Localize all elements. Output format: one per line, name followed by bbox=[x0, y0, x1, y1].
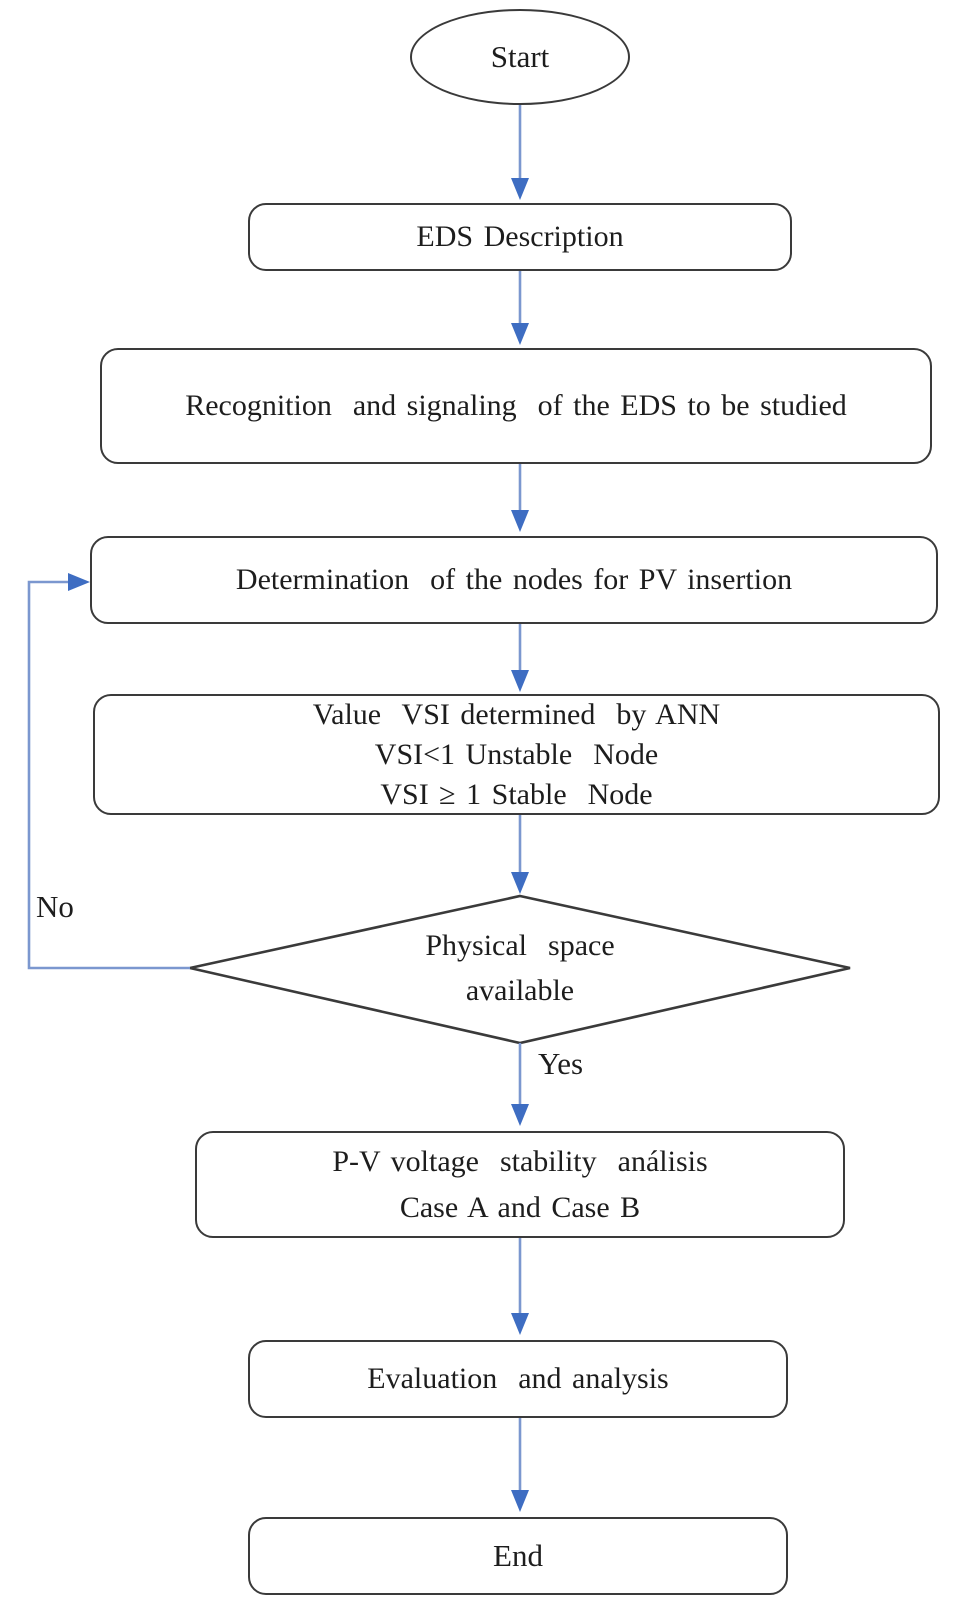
edge-label-yes: Yes bbox=[538, 1046, 584, 1081]
arrowhead-determination-to-vsi bbox=[511, 670, 529, 692]
node-evaluation-label: Evaluation and analysis bbox=[367, 1362, 669, 1395]
arrowhead-start-to-eds bbox=[511, 178, 529, 200]
node-start-label: Start bbox=[490, 39, 550, 74]
arrowhead-no-loop bbox=[68, 573, 90, 591]
arrowhead-evaluation-to-end bbox=[511, 1490, 529, 1512]
arrowhead-pv-to-evaluation bbox=[511, 1313, 529, 1335]
node-eds-description-label: EDS Description bbox=[416, 220, 624, 253]
edge-label-no: No bbox=[36, 889, 74, 924]
node-physical-space-decision: Physical space available bbox=[320, 923, 720, 1013]
arrowhead-recognition-to-determination bbox=[511, 510, 529, 532]
node-recognition: Recognition and signaling of the EDS to … bbox=[100, 348, 932, 464]
node-end: End bbox=[248, 1517, 788, 1595]
node-pv-analysis: P-V voltage stability análisis Case A an… bbox=[195, 1131, 845, 1238]
node-start: Start bbox=[410, 9, 630, 105]
arrowhead-vsi-to-decision bbox=[511, 872, 529, 894]
arrowhead-eds-to-recognition bbox=[511, 323, 529, 345]
node-eds-description: EDS Description bbox=[248, 203, 792, 271]
node-physical-space-label: Physical space available bbox=[425, 929, 615, 1007]
node-pv-analysis-label: P-V voltage stability análisis Case A an… bbox=[332, 1144, 708, 1224]
node-determination-label: Determination of the nodes for PV insert… bbox=[235, 563, 793, 596]
node-evaluation: Evaluation and analysis bbox=[248, 1340, 788, 1418]
node-vsi-label: Value VSI determined by ANN VSI<1 Unstab… bbox=[312, 697, 721, 811]
arrowhead-decision-to-pv bbox=[511, 1104, 529, 1126]
node-recognition-label: Recognition and signaling of the EDS to … bbox=[185, 389, 847, 422]
connector-decision-no-loop bbox=[27, 580, 190, 970]
node-determination: Determination of the nodes for PV insert… bbox=[90, 536, 938, 624]
node-end-label: End bbox=[493, 1538, 543, 1573]
node-vsi: Value VSI determined by ANN VSI<1 Unstab… bbox=[93, 694, 940, 815]
